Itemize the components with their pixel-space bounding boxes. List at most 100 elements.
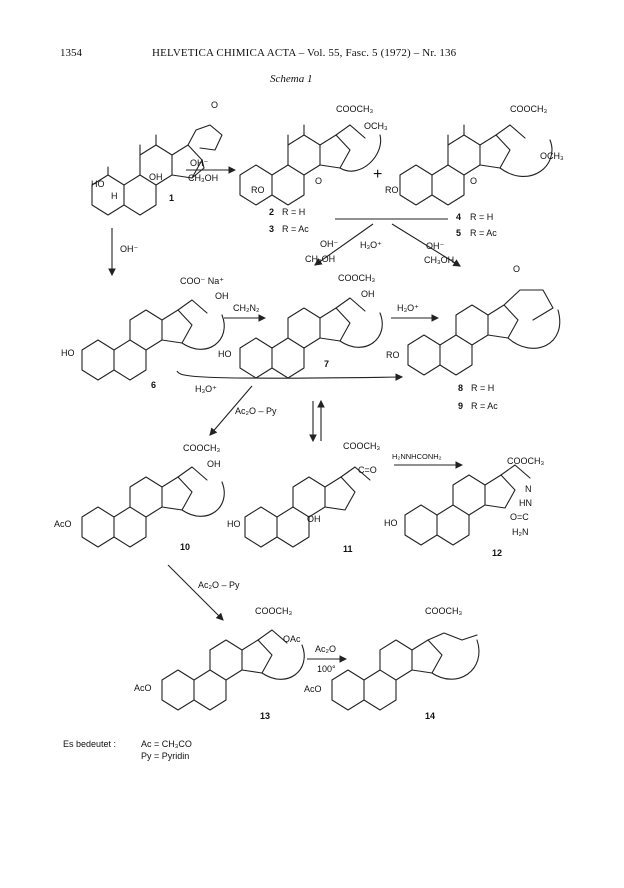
compound-11-c-eq-o: C=O [358,465,377,475]
compound-4-5-structure [399,124,553,206]
compound-4-cooch3: COOCH₃ [510,104,547,114]
compound-2-r-h: R = H [282,207,305,217]
reagent-ch3oh-right-middle: CH₃OH [424,255,454,265]
compound-1-oh: OH [149,172,163,182]
compound-1-h: H [111,191,118,201]
compound-6-oh: OH [215,291,229,301]
compound-3-number: 3 [269,224,274,234]
compound-12-hn: HN [519,498,532,508]
reagent-h3o-right: H₃O⁺ [397,303,419,313]
reagent-ac2o-py-middle: Ac₂O – Py [235,406,277,416]
arrow-6-to-8 [176,370,404,381]
compound-13-number: 13 [260,711,270,721]
compound-13-cooch3: COOCH₃ [255,606,292,616]
compound-13-aco: AcO [134,683,152,693]
compound-13-oac: OAc [283,634,301,644]
compound-12-cooch3: COOCH₃ [507,456,544,466]
compound-2-o: O [315,176,322,186]
compound-7-oh: OH [361,289,375,299]
arrow-10-to-13 [167,564,224,621]
compound-10-number: 10 [180,542,190,552]
compound-4-och3: OCH₃ [540,151,564,161]
compound-4-ro: RO [385,185,399,195]
compound-12-n: N [525,484,532,494]
reagent-oh-minus-left: OH⁻ [120,244,139,254]
compound-1-lactone-o: O [211,100,218,110]
compound-2-number: 2 [269,207,274,217]
compound-10-aco: AcO [54,519,72,529]
compound-11-cooch3: COOCH₃ [343,441,380,451]
legend-label: Es bedeutet : [63,739,117,749]
compound-6-ho: HO [61,348,75,358]
compound-1-ho: HO [91,179,105,189]
reagent-ac2o: Ac₂O [315,644,336,654]
scheme-title: Schema 1 [270,73,313,85]
compound-7-structure [239,297,383,379]
compound-14-structure [331,632,480,711]
reagent-h3o-middle: H₃O⁺ [360,240,382,250]
compound-12-h2n: H₂N [512,527,529,537]
compound-3-r-ac: R = Ac [282,224,309,234]
compound-1-number: 1 [169,193,174,203]
reagent-ch3oh-left-middle: CH₃OH [305,254,335,264]
compound-4-number: 4 [456,212,461,222]
legend-ac: Ac = CH₃CO [141,739,192,749]
page-header: 1354 HELVETICA CHIMICA ACTA – Vol. 55, F… [60,45,580,61]
compound-12-structure [404,464,531,546]
compound-9-number: 9 [458,401,463,411]
reagent-ch3oh-top: CH₃OH [188,173,218,183]
compound-2-3-structure [239,124,382,206]
compound-7-ho: HO [218,349,232,359]
compound-13-structure [161,629,305,711]
reagent-oh-minus-top: OH⁻ [190,158,209,168]
compound-11-oh: OH [307,514,321,524]
compound-12-ho: HO [384,518,398,528]
compound-5-r-ac: R = Ac [470,228,497,238]
compound-10-structure [81,466,225,548]
compound-8-ro: RO [386,350,400,360]
compound-4-o: O [470,176,477,186]
compound-14-number: 14 [425,711,435,721]
reagent-ac2o-py-lower: Ac₂O – Py [198,580,240,590]
compound-8-9-structure [407,289,561,376]
compound-5-number: 5 [456,228,461,238]
legend-py: Py = Pyridin [141,751,190,761]
arrow-to-8 [391,223,461,267]
compound-14-aco: AcO [304,684,322,694]
compound-2-ro: RO [251,185,265,195]
reagent-temp: 100° [317,664,336,674]
arrow-6-to-10 [209,385,253,436]
journal-header: HELVETICA CHIMICA ACTA – Vol. 55, Fasc. … [152,47,457,59]
compound-9-r-ac: R = Ac [471,401,498,411]
compound-2-cooch3: COOCH₃ [336,104,373,114]
reagent-oh-left-middle: OH⁻ [320,239,339,249]
compound-11-ho: HO [227,519,241,529]
compound-10-oh: OH [207,459,221,469]
page-number: 1354 [60,47,82,59]
reagent-semicarbazide: H₂NNHCONH₂ [392,452,442,461]
reagent-ch2n2: CH₂N₂ [233,303,260,313]
plus-sign: + [373,166,382,183]
compound-2-och3: OCH₃ [364,121,388,131]
reagent-h3o-bottom: H₃O⁺ [195,384,217,394]
compound-12-number: 12 [492,548,502,558]
reagent-oh-right-middle: OH⁻ [426,241,445,251]
compound-8-r-h: R = H [471,383,494,393]
compound-6-number: 6 [151,380,156,390]
compound-10-cooch3: COOCH₃ [183,443,220,453]
compound-12-o-c: O=C [510,512,529,522]
compound-11-structure [244,466,371,548]
compound-7-number: 7 [324,359,329,369]
compound-7-cooch3: COOCH₃ [338,273,375,283]
compound-1-structure [91,124,223,216]
compound-11-number: 11 [343,544,353,554]
compound-6-coo-na: COO⁻ Na⁺ [180,276,224,286]
compound-8-lactone-o: O [513,264,520,274]
compound-6-structure [81,299,225,381]
compound-8-number: 8 [458,383,463,393]
compound-4-r-h: R = H [470,212,493,222]
compound-14-cooch3: COOCH₃ [425,606,462,616]
legend: Es bedeutet : Ac = CH₃CO Py = Pyridin [63,738,228,768]
arrow-to-7 [314,223,374,266]
